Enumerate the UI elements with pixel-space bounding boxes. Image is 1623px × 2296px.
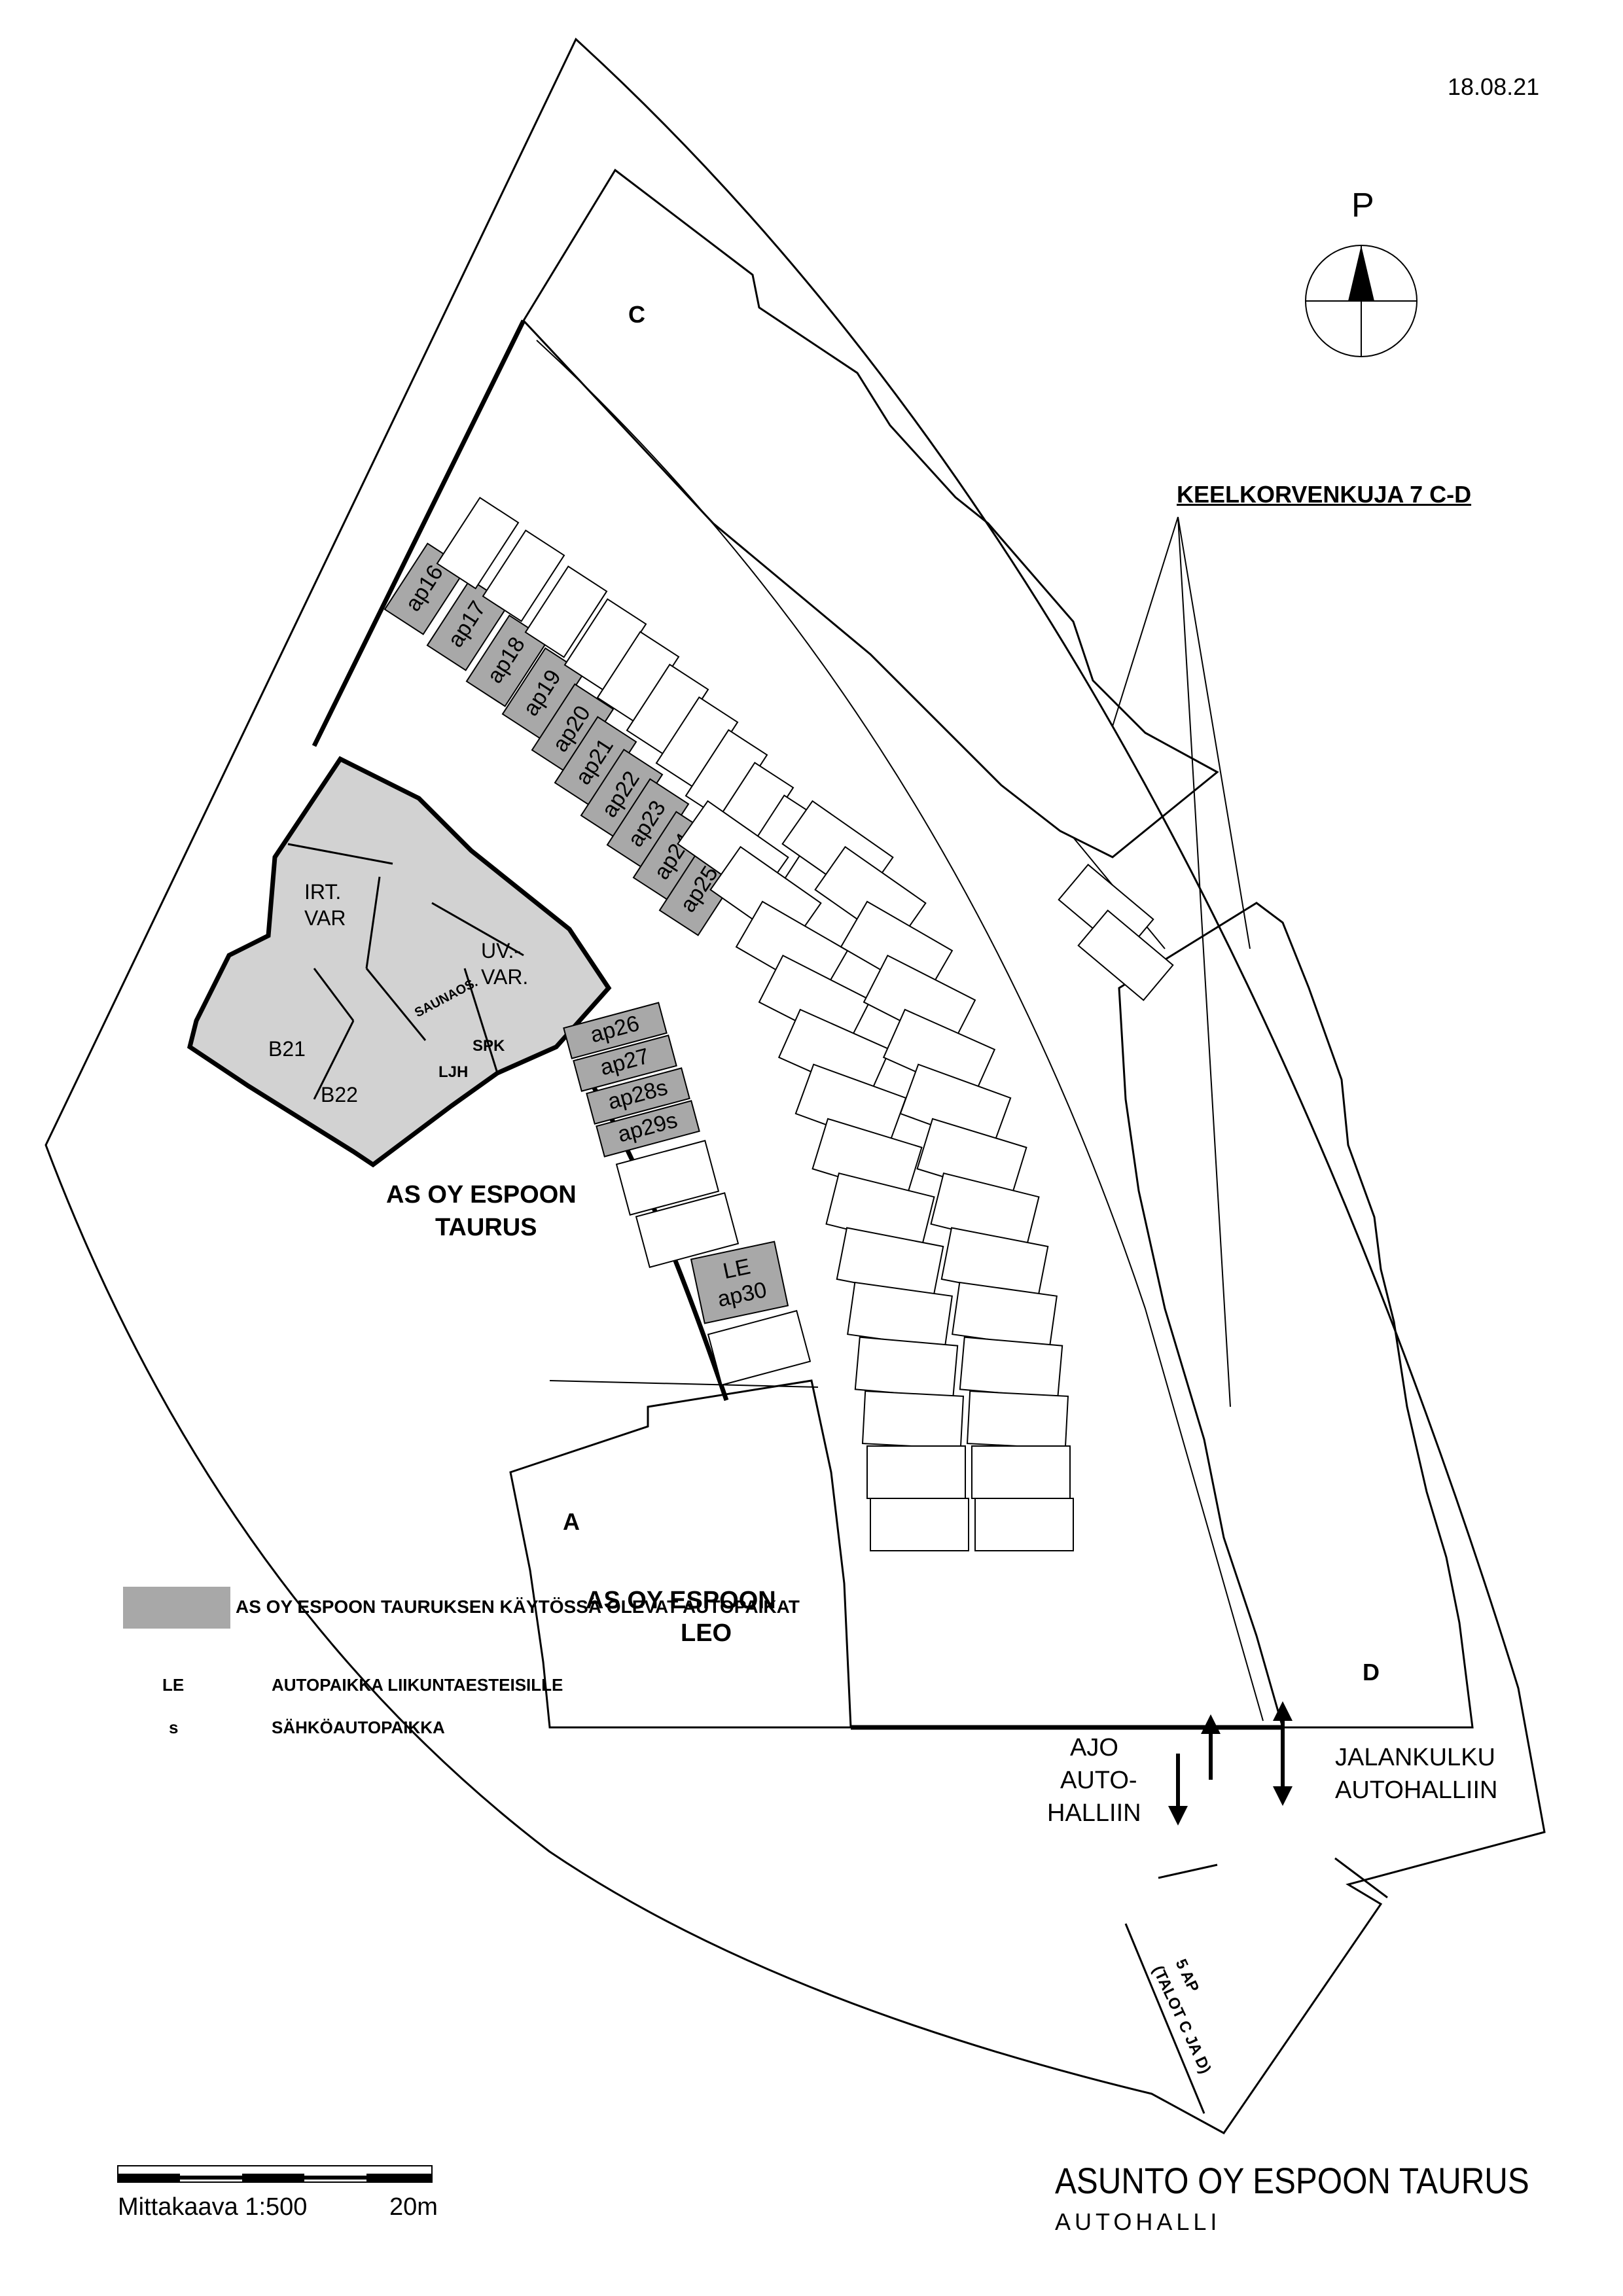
parking-spot-open: [635, 1192, 740, 1268]
building-d-label: D: [1363, 1659, 1380, 1686]
building-c: [522, 168, 1219, 858]
room-irt-line2: VAR: [304, 906, 346, 930]
building-a-label: A: [563, 1508, 580, 1535]
north-arrow-icon: [1348, 245, 1374, 301]
walk-arrow-icon: [1273, 1701, 1293, 1806]
parking-spot-open: [524, 565, 608, 658]
leo-name-line1: AS OY ESPOON: [586, 1587, 776, 1614]
parking-spot-open: [870, 1498, 969, 1551]
street-leader-lines: [1112, 516, 1251, 1407]
parking-spot-open: [861, 1390, 965, 1449]
room-uv-line1: UV.-: [481, 939, 522, 963]
taurus-name-line1: AS OY ESPOON: [386, 1181, 577, 1209]
drive-line3: HALLIIN: [1047, 1799, 1141, 1827]
parking-spot-open: [482, 529, 565, 622]
street-label: KEELKORVENKUJA 7 C-D: [1177, 481, 1472, 508]
scale-distance: 20m: [389, 2193, 438, 2221]
parking-spot-open: [707, 1310, 812, 1386]
room-b22: B22: [321, 1083, 358, 1106]
parking-spot-open: [436, 497, 520, 590]
parking-spot-open: [966, 1390, 1069, 1449]
drive-arrows-icon: [1168, 1714, 1221, 1826]
title-main: ASUNTO OY ESPOON TAURUS: [1055, 2160, 1529, 2201]
legend-swatch: [123, 1587, 230, 1629]
parking-spot-open: [1077, 909, 1174, 1002]
building-a: [509, 1379, 852, 1729]
room-spk: SPK: [473, 1037, 505, 1055]
parking-spot-open: [866, 1445, 966, 1499]
parking-spot-open: [854, 1336, 959, 1399]
walk-line2: AUTOHALLIIN: [1335, 1776, 1498, 1804]
drive-line2: AUTO-: [1060, 1767, 1137, 1794]
entrance-ramp: [1124, 1857, 1388, 2114]
scale-bar: [117, 2165, 433, 2183]
parking-spot-le-label: LE: [721, 1254, 753, 1284]
parking-spot-open: [615, 1140, 720, 1216]
room-uv-line2: VAR.: [481, 965, 529, 989]
legend-le-key: LE: [162, 1675, 185, 1695]
title-sub: AUTOHALLI: [1055, 2208, 1221, 2235]
drive-line1: AJO: [1070, 1734, 1118, 1761]
north-label: P: [1351, 186, 1374, 224]
plan-date: 18.08.21: [1448, 73, 1540, 100]
legend-le-desc: AUTOPAIKKA LIIKUNTAESTEISILLE: [272, 1675, 563, 1695]
room-irt-line1: IRT.: [304, 880, 342, 904]
parking-spot-open: [959, 1336, 1063, 1399]
taurus-walls: [287, 843, 524, 1100]
building-d: [1118, 902, 1474, 1729]
parking-spot-ap27: ap27: [573, 1034, 677, 1092]
parking-spot-open: [971, 1445, 1071, 1499]
legend-s-key: s: [169, 1718, 179, 1737]
legend-s-desc: SÄHKÖAUTOPAIKKA: [272, 1718, 445, 1737]
leo-name-line2: LEO: [681, 1619, 732, 1647]
room-b21: B21: [268, 1037, 306, 1061]
building-c-label: C: [628, 301, 645, 328]
parking-spot-open: [974, 1498, 1074, 1551]
walk-line1: JALANKULKU: [1335, 1744, 1495, 1771]
scale-label: Mittakaava 1:500: [118, 2193, 308, 2221]
legend-reserved-text: AS OY ESPOON TAURUKSEN KÄYTÖSSÄ OLEVAT A…: [236, 1597, 800, 1617]
taurus-name-line2: TAURUS: [435, 1214, 537, 1241]
taurus-building: [187, 756, 612, 1168]
room-ljh: LJH: [438, 1063, 469, 1081]
site-boundary: [45, 37, 1546, 2134]
